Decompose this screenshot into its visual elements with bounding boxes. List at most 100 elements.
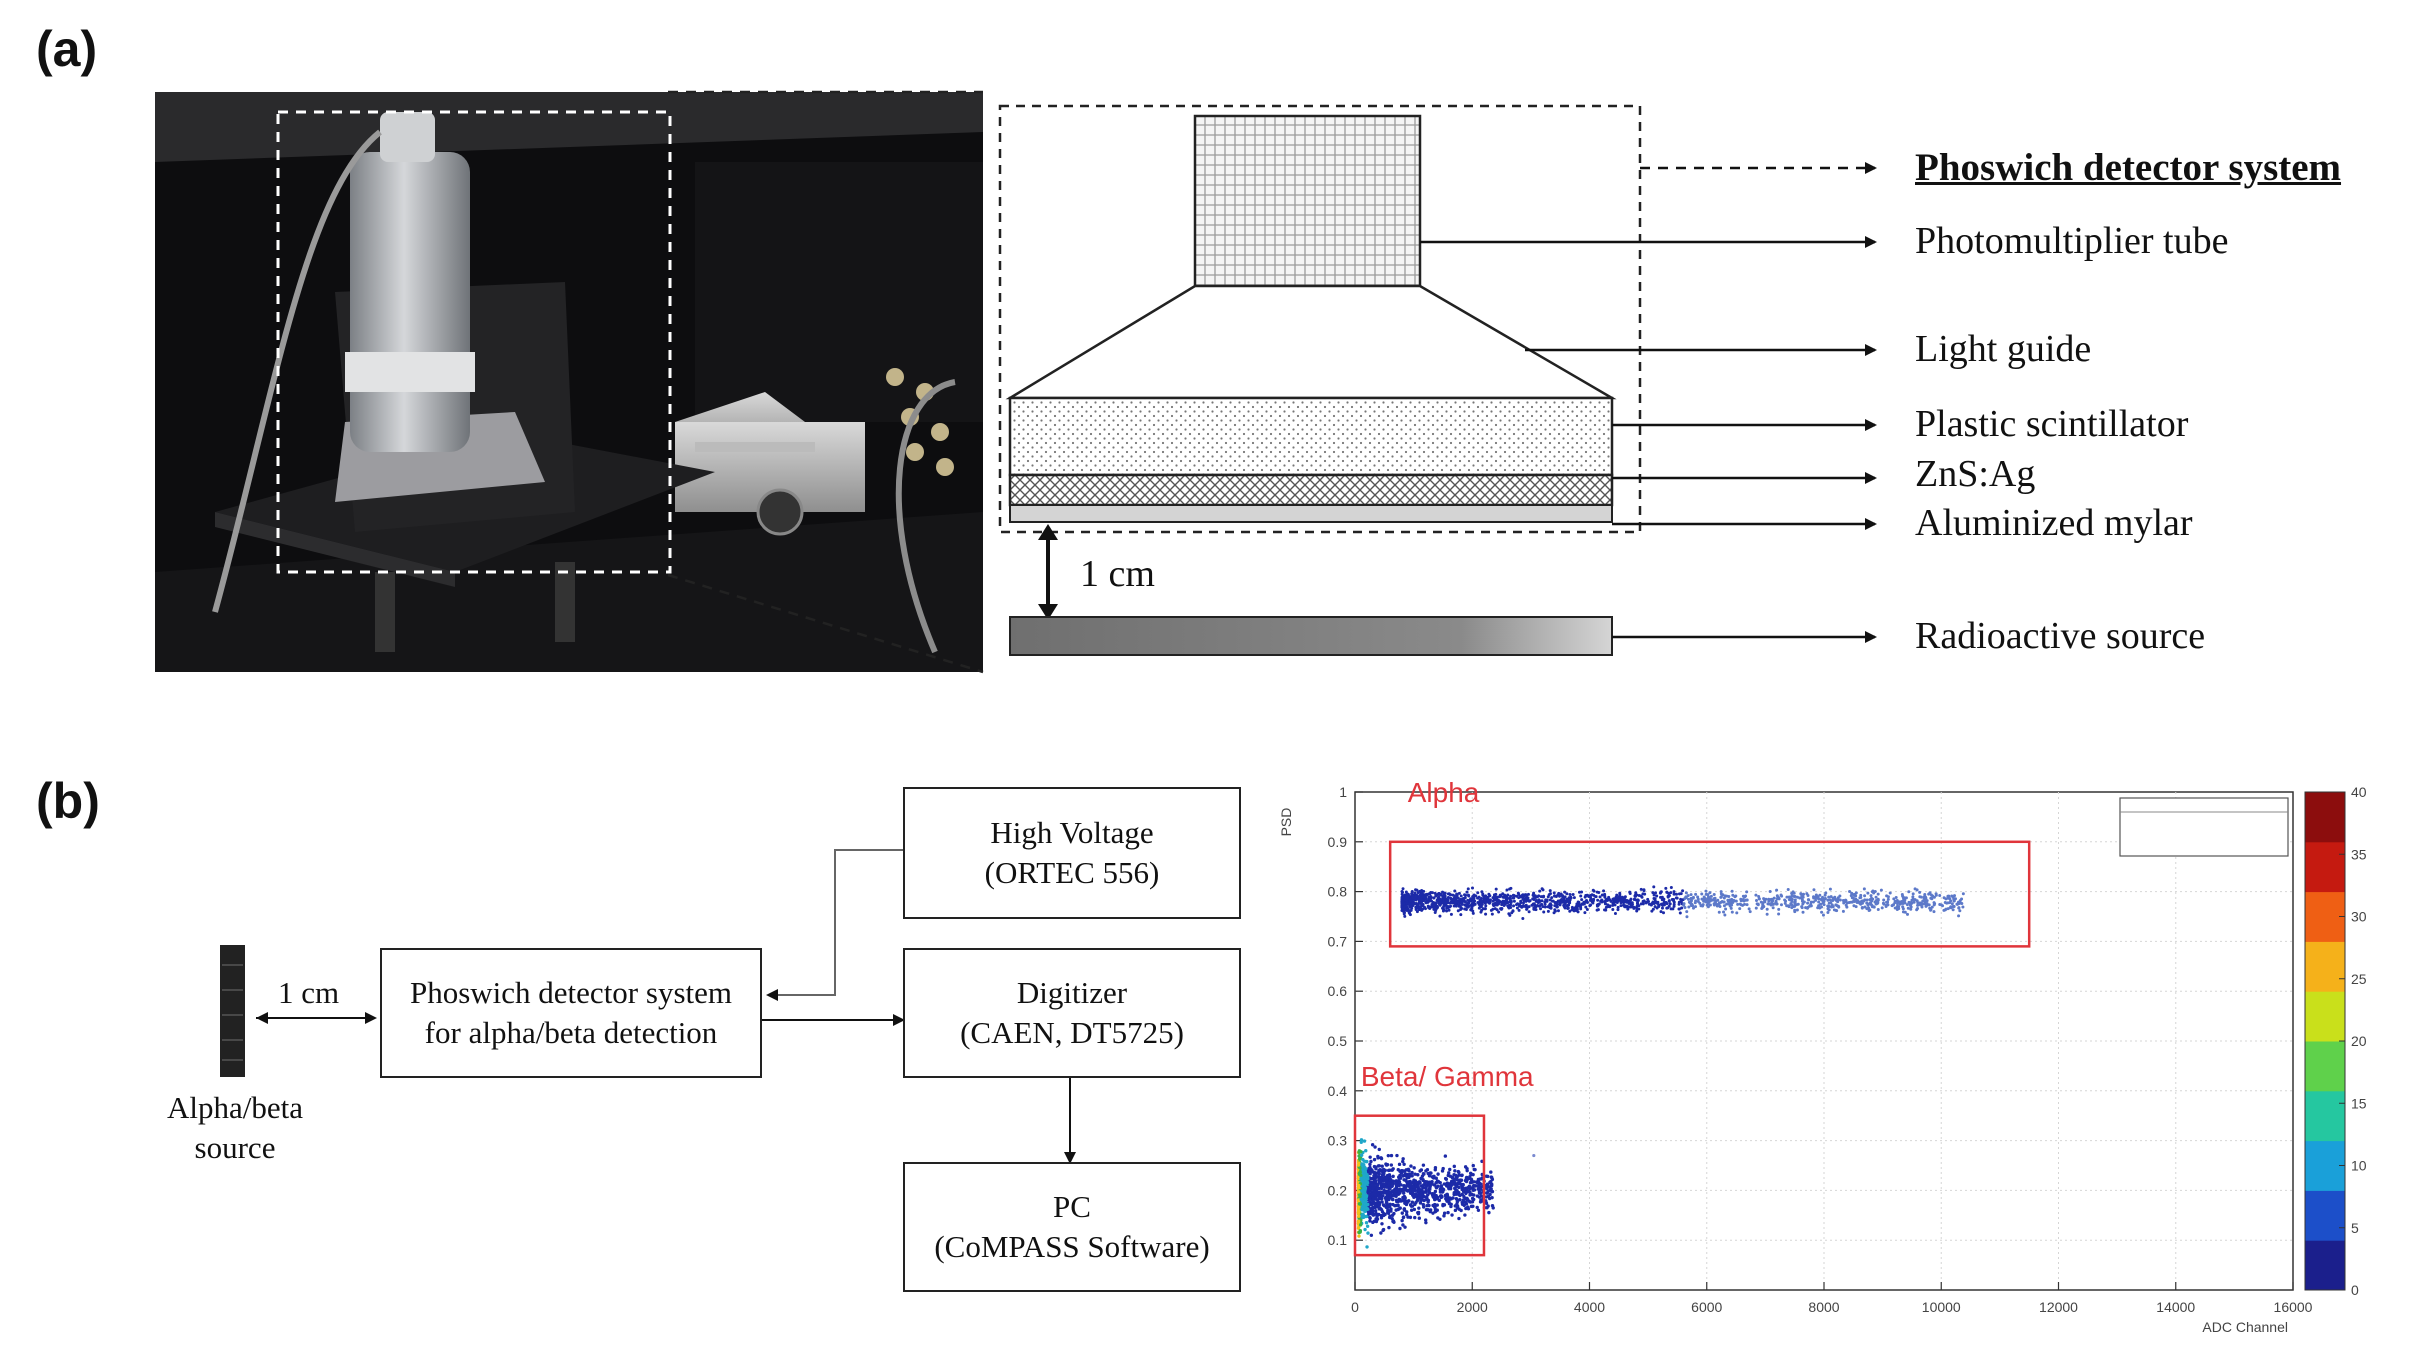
event-point bbox=[1401, 1169, 1405, 1173]
event-point bbox=[1394, 1181, 1399, 1185]
event-point bbox=[1381, 1228, 1385, 1233]
event-point bbox=[1438, 914, 1442, 918]
event-point bbox=[1463, 1165, 1468, 1169]
event-point bbox=[1604, 908, 1608, 912]
event-point bbox=[1512, 904, 1516, 908]
event-point bbox=[1407, 1199, 1411, 1203]
event-point bbox=[1667, 899, 1671, 903]
y-tick-label: 0.4 bbox=[1328, 1083, 1348, 1099]
event-point bbox=[1827, 901, 1831, 905]
event-point bbox=[1490, 1182, 1494, 1186]
event-point bbox=[1379, 1156, 1383, 1160]
event-point bbox=[1461, 1183, 1465, 1187]
event-point bbox=[1402, 1207, 1407, 1211]
event-point bbox=[1906, 912, 1910, 916]
event-point bbox=[1916, 903, 1920, 907]
event-point bbox=[1659, 890, 1663, 894]
event-point bbox=[1504, 894, 1508, 898]
event-point bbox=[1600, 893, 1604, 897]
event-point bbox=[1443, 1154, 1448, 1158]
event-point bbox=[1442, 1203, 1447, 1207]
event-point bbox=[1453, 903, 1457, 907]
event-point bbox=[1484, 912, 1488, 916]
event-point bbox=[1471, 1186, 1475, 1190]
event-point bbox=[1568, 909, 1572, 913]
event-point bbox=[1527, 910, 1531, 914]
event-point bbox=[1923, 892, 1927, 896]
event-point bbox=[1703, 896, 1707, 900]
event-point bbox=[1499, 907, 1503, 911]
event-point bbox=[1812, 895, 1816, 899]
event-point bbox=[1487, 892, 1491, 896]
event-point bbox=[1694, 905, 1698, 909]
event-point bbox=[1615, 901, 1619, 905]
event-point bbox=[1616, 905, 1620, 909]
event-point bbox=[1511, 909, 1515, 913]
event-point bbox=[1401, 1223, 1405, 1227]
event-point bbox=[1400, 906, 1404, 910]
event-point bbox=[1685, 915, 1689, 919]
event-point bbox=[1362, 1175, 1366, 1180]
event-point bbox=[1453, 1186, 1457, 1190]
event-point bbox=[1413, 1172, 1417, 1176]
event-point bbox=[1786, 888, 1790, 892]
event-point bbox=[1595, 903, 1599, 907]
event-point bbox=[1362, 1165, 1366, 1169]
event-point bbox=[1424, 901, 1428, 905]
event-point bbox=[1568, 898, 1572, 902]
event-point bbox=[1613, 903, 1617, 907]
event-point bbox=[1573, 907, 1577, 911]
event-point bbox=[1701, 903, 1705, 907]
event-point bbox=[1453, 1169, 1457, 1173]
colorbar-segment bbox=[2305, 1041, 2345, 1092]
event-point bbox=[1449, 904, 1453, 908]
event-point bbox=[1457, 1178, 1461, 1183]
event-point bbox=[1387, 1181, 1391, 1185]
event-point bbox=[1393, 1189, 1398, 1194]
event-point bbox=[1471, 909, 1475, 913]
event-point bbox=[1390, 1182, 1394, 1187]
event-point bbox=[1358, 1230, 1362, 1234]
event-point bbox=[1403, 1225, 1407, 1229]
event-point bbox=[1607, 895, 1611, 899]
event-point bbox=[1730, 889, 1734, 893]
event-point bbox=[1372, 1157, 1377, 1162]
distance-label-b: 1 cm bbox=[278, 975, 340, 1010]
source-label-line2: source bbox=[194, 1130, 276, 1166]
event-point bbox=[1719, 890, 1723, 894]
label-radioactive-source: Radioactive source bbox=[1915, 615, 2206, 657]
event-point bbox=[1672, 892, 1676, 896]
event-point bbox=[1479, 1177, 1484, 1181]
event-point bbox=[1718, 904, 1722, 908]
event-point bbox=[1470, 906, 1474, 910]
event-point bbox=[1884, 903, 1888, 907]
event-point bbox=[1483, 901, 1487, 905]
event-point bbox=[1925, 902, 1929, 906]
event-point bbox=[1948, 906, 1952, 910]
event-point bbox=[1743, 902, 1747, 906]
event-point bbox=[1423, 1218, 1428, 1222]
event-point bbox=[1399, 1183, 1403, 1187]
event-point bbox=[1634, 893, 1638, 897]
event-point bbox=[1447, 1171, 1451, 1175]
event-point bbox=[1402, 912, 1406, 916]
event-point bbox=[1366, 1210, 1371, 1214]
event-point bbox=[1356, 1226, 1361, 1230]
event-point bbox=[1549, 906, 1553, 910]
event-point bbox=[1918, 890, 1922, 894]
event-point bbox=[1660, 906, 1664, 910]
event-point bbox=[1880, 906, 1884, 910]
event-point bbox=[1534, 896, 1538, 900]
event-point bbox=[1532, 1153, 1536, 1158]
event-point bbox=[1892, 903, 1896, 907]
event-point bbox=[1473, 1167, 1477, 1172]
event-point bbox=[1800, 895, 1804, 899]
event-point bbox=[1955, 902, 1959, 906]
event-point bbox=[1612, 897, 1616, 901]
event-point bbox=[1368, 1188, 1372, 1192]
y-tick-label: 0.6 bbox=[1328, 983, 1348, 999]
event-point bbox=[1452, 1192, 1457, 1196]
y-tick-label: 0.9 bbox=[1328, 834, 1348, 850]
event-point bbox=[1518, 904, 1522, 908]
event-point bbox=[1481, 892, 1485, 896]
